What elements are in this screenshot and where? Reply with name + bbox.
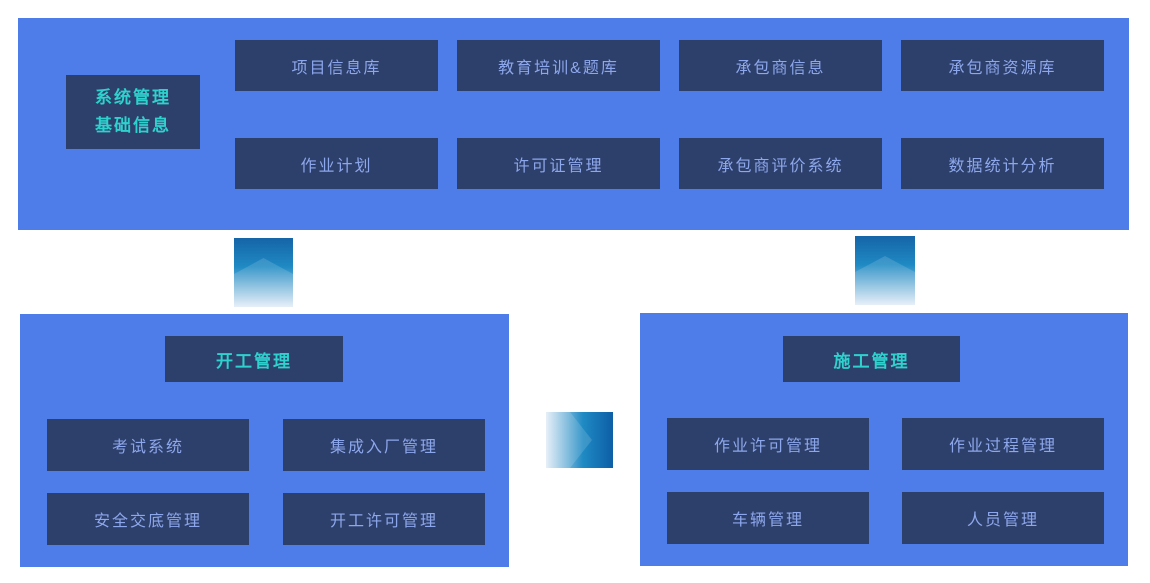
system-header-line1: 系统管理	[95, 88, 171, 107]
module-work-process-management: 作业过程管理	[902, 418, 1104, 470]
module-label: 许可证管理	[513, 157, 604, 175]
construction-title-box: 施工管理	[783, 336, 960, 382]
startwork-title-box: 开工管理	[165, 336, 343, 382]
startwork-management-panel: 开工管理 考试系统 集成入厂管理 安全交底管理 开工许可管理	[20, 314, 509, 567]
module-startwork-permit-management: 开工许可管理	[283, 493, 485, 545]
module-label: 承包商资源库	[948, 59, 1057, 77]
module-label: 开工许可管理	[329, 513, 438, 530]
module-label: 人员管理	[966, 512, 1039, 529]
module-label: 承包商信息	[735, 59, 826, 77]
module-label: 承包商评价系统	[717, 157, 844, 175]
module-label: 考试系统	[111, 439, 184, 456]
module-work-plan: 作业计划	[235, 138, 438, 189]
module-label: 作业过程管理	[948, 438, 1057, 455]
right-arrow-connector	[546, 412, 613, 468]
module-label: 作业许可管理	[713, 438, 822, 455]
module-project-info-library: 项目信息库	[235, 40, 438, 91]
construction-management-panel: 施工管理 作业许可管理 作业过程管理 车辆管理 人员管理	[640, 313, 1128, 566]
up-arrow-connector-right	[855, 236, 915, 305]
module-vehicle-management: 车辆管理	[667, 492, 869, 544]
panel-title: 开工管理	[216, 351, 292, 371]
module-work-permit-management: 作业许可管理	[667, 418, 869, 470]
module-contractor-resource-library: 承包商资源库	[901, 40, 1104, 91]
module-contractor-evaluation-system: 承包商评价系统	[679, 138, 882, 189]
module-integrated-factory-entry-management: 集成入厂管理	[283, 419, 485, 471]
module-exam-system: 考试系统	[47, 419, 249, 471]
module-personnel-management: 人员管理	[902, 492, 1104, 544]
system-header-box: 系统管理 基础信息	[66, 75, 200, 149]
system-management-panel: 系统管理 基础信息 项目信息库 教育培训&题库 承包商信息 承包商资源库 作业计…	[18, 18, 1129, 230]
module-label: 数据统计分析	[948, 157, 1057, 175]
module-label: 安全交底管理	[93, 513, 202, 530]
right-arrow-icon	[546, 412, 613, 468]
module-label: 车辆管理	[731, 512, 804, 529]
module-label: 教育培训&题库	[498, 59, 619, 77]
module-contractor-info: 承包商信息	[679, 40, 882, 91]
module-label: 集成入厂管理	[329, 439, 438, 456]
module-education-training-question-bank: 教育培训&题库	[457, 40, 660, 91]
system-header-line2: 基础信息	[95, 116, 171, 135]
panel-title: 施工管理	[833, 351, 910, 371]
up-arrow-icon	[234, 238, 293, 307]
module-label: 作业计划	[300, 157, 373, 175]
up-arrow-icon	[855, 236, 915, 305]
module-data-statistics-analysis: 数据统计分析	[901, 138, 1104, 189]
module-safety-briefing-management: 安全交底管理	[47, 493, 249, 545]
module-label: 项目信息库	[291, 59, 382, 77]
module-license-management: 许可证管理	[457, 138, 660, 189]
up-arrow-connector-left	[234, 238, 293, 307]
